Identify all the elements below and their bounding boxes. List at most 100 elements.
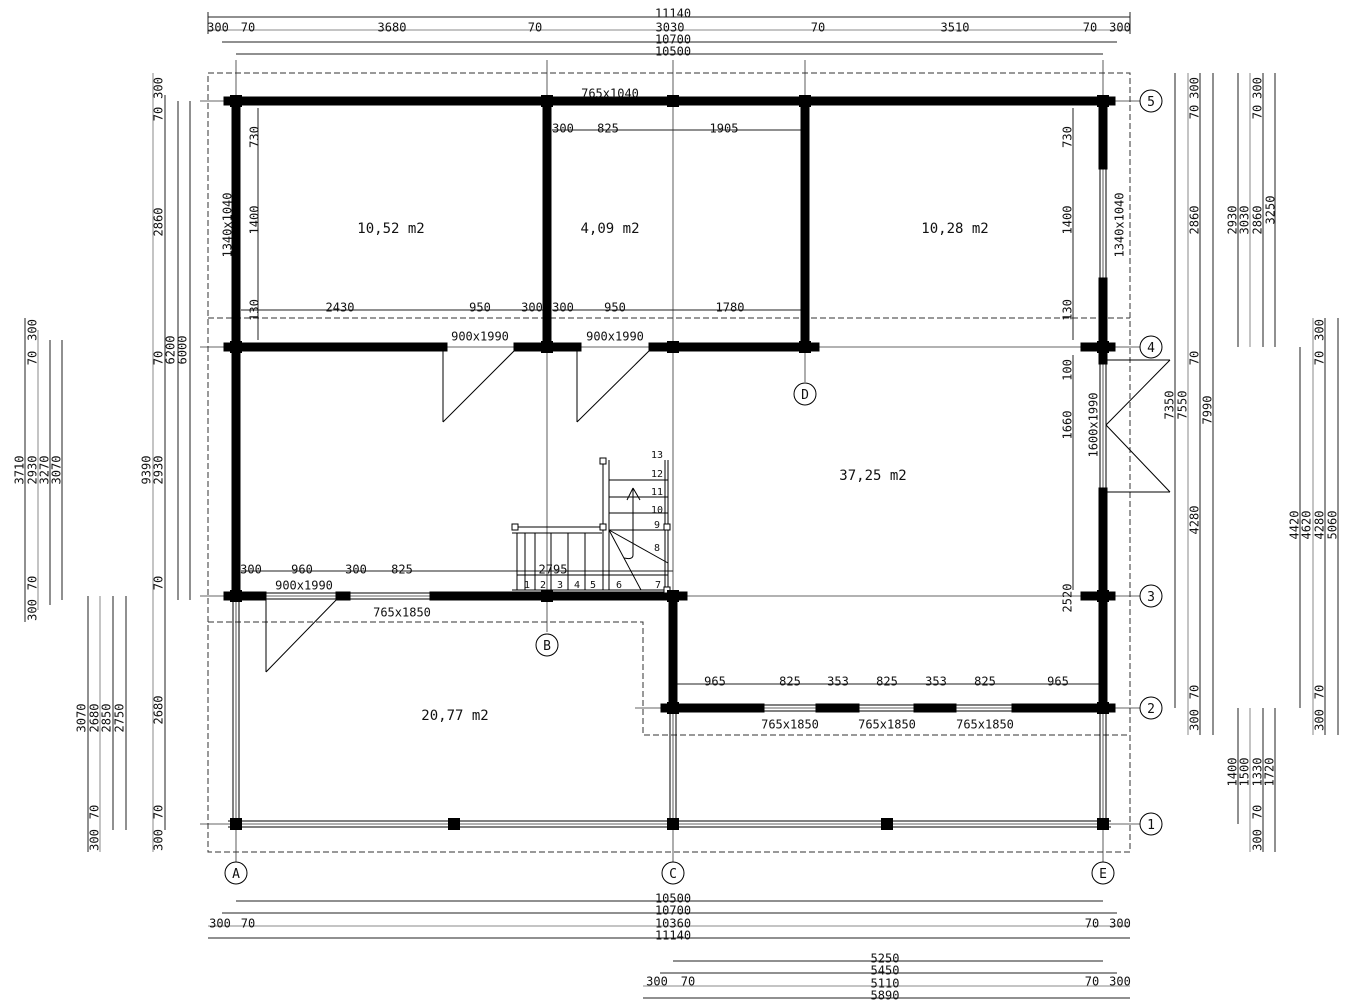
stair-step-number: 4 — [574, 580, 580, 591]
dimension-label: 3710 — [13, 456, 27, 485]
axis-marker-circle — [224, 861, 248, 885]
post — [1097, 590, 1109, 602]
thin-line — [1105, 424, 1171, 493]
dimension-label: 965 — [1047, 675, 1069, 689]
dimension-lines — [24, 12, 1339, 999]
dimension-label: 70 — [1188, 351, 1202, 365]
post — [448, 818, 460, 830]
dimension-label: 7350 — [1163, 391, 1177, 420]
stair-step-number: 1 — [524, 580, 530, 591]
dimension-label: 1660 — [1061, 411, 1075, 440]
dimension-label: 5890 — [871, 989, 900, 1001]
dimension-label: 70 — [26, 576, 40, 590]
axis-marker-circle — [793, 382, 817, 406]
stair-post — [511, 523, 519, 531]
dimension-label: 3030 — [1238, 206, 1252, 235]
dimension-label: 5450 — [871, 964, 900, 978]
dimension-label: 2680 — [88, 704, 102, 733]
dimension-label: 10360 — [655, 917, 691, 931]
staircase — [511, 457, 671, 594]
walls — [223, 96, 1116, 713]
axis-marker-circle — [535, 633, 559, 657]
stair-step-number: 7 — [655, 580, 661, 591]
axis-label-B: B — [543, 639, 551, 654]
dimension-label: 70 — [152, 805, 166, 819]
dimension-label: 70 — [1083, 21, 1097, 35]
room-area-label: 10,52 m2 — [357, 221, 424, 237]
stair-line — [632, 487, 641, 501]
dimension-label: 2930 — [1226, 206, 1240, 235]
axis-label-1: 1 — [1147, 818, 1155, 833]
dimension-label: 11140 — [655, 7, 691, 21]
dimension-label: 2860 — [1188, 206, 1202, 235]
dimension-label: 300 — [1188, 77, 1202, 99]
dimension-label: 70 — [152, 107, 166, 121]
axis-marker-circle — [1091, 861, 1115, 885]
dimension-label: 300 — [1109, 917, 1131, 931]
axis-label-D: D — [801, 388, 809, 403]
dimension-label: 730 — [1061, 126, 1075, 148]
dimension-label: 5110 — [871, 977, 900, 991]
post — [541, 341, 553, 353]
dimension-label: 6200 — [164, 336, 178, 365]
post — [667, 818, 679, 830]
axis-marker-circle — [1139, 696, 1163, 720]
dimension-label: 730 — [248, 126, 262, 148]
dimension-label: 4280 — [1188, 506, 1202, 535]
axis-label-E: E — [1099, 867, 1107, 882]
stair-step-number: 11 — [651, 487, 663, 498]
dimension-label: 2520 — [1061, 584, 1075, 613]
dimension-label: 3070 — [75, 704, 89, 733]
stair-step-number: 9 — [654, 520, 660, 531]
post — [881, 818, 893, 830]
dimension-label: 7550 — [1176, 391, 1190, 420]
room-area-label: 4,09 m2 — [580, 221, 639, 237]
dimension-label: 100 — [1061, 359, 1075, 381]
dimension-label: 2750 — [113, 704, 127, 733]
axis-label-A: A — [232, 867, 240, 882]
dimension-label: 1780 — [716, 301, 745, 315]
dimension-label: 70 — [1085, 975, 1099, 989]
stair-arrow — [623, 554, 634, 560]
room-area-label: 10,28 m2 — [921, 221, 988, 237]
post — [230, 341, 242, 353]
dimension-label: 70 — [528, 21, 542, 35]
post — [667, 590, 679, 602]
dimension-label: 2680 — [152, 696, 166, 725]
thin-line — [1105, 359, 1171, 426]
dimension-label: 2930 — [152, 456, 166, 485]
dimension-label: 300 — [552, 122, 574, 136]
post — [799, 95, 811, 107]
room-area-label: 20,77 m2 — [421, 708, 488, 724]
dimension-label: 10500 — [655, 45, 691, 59]
dimension-label: 4420 — [1288, 511, 1302, 540]
stair-step-number: 12 — [651, 469, 663, 480]
dimension-label: 70 — [241, 21, 255, 35]
dimension-label: 965 — [704, 675, 726, 689]
dimension-label: 70 — [1188, 685, 1202, 699]
dimension-label: 960 — [291, 563, 313, 577]
dimension-label: 825 — [391, 563, 413, 577]
axis-label-3: 3 — [1147, 590, 1155, 605]
stair-line — [626, 487, 634, 501]
axis-label-4: 4 — [1147, 341, 1155, 356]
dimension-label: 3680 — [378, 21, 407, 35]
roof-outline — [207, 72, 1131, 853]
axis-label-5: 5 — [1147, 95, 1155, 110]
opening-size-label: 765x1850 — [956, 718, 1014, 732]
axis-label-C: C — [669, 867, 677, 882]
stair-line — [608, 529, 669, 564]
stair-line — [608, 529, 642, 591]
post — [1097, 818, 1109, 830]
post — [667, 341, 679, 353]
stair-step-number: 13 — [651, 450, 663, 461]
dimension-label: 7990 — [1201, 396, 1215, 425]
dimension-label: 300 — [207, 21, 229, 35]
dimension-label: 3070 — [50, 456, 64, 485]
dimension-label: 70 — [1313, 685, 1327, 699]
stair-step-number: 5 — [590, 580, 596, 591]
dimension-label: 300 — [1251, 829, 1265, 851]
stair-step-number: 3 — [557, 580, 563, 591]
post — [541, 590, 553, 602]
